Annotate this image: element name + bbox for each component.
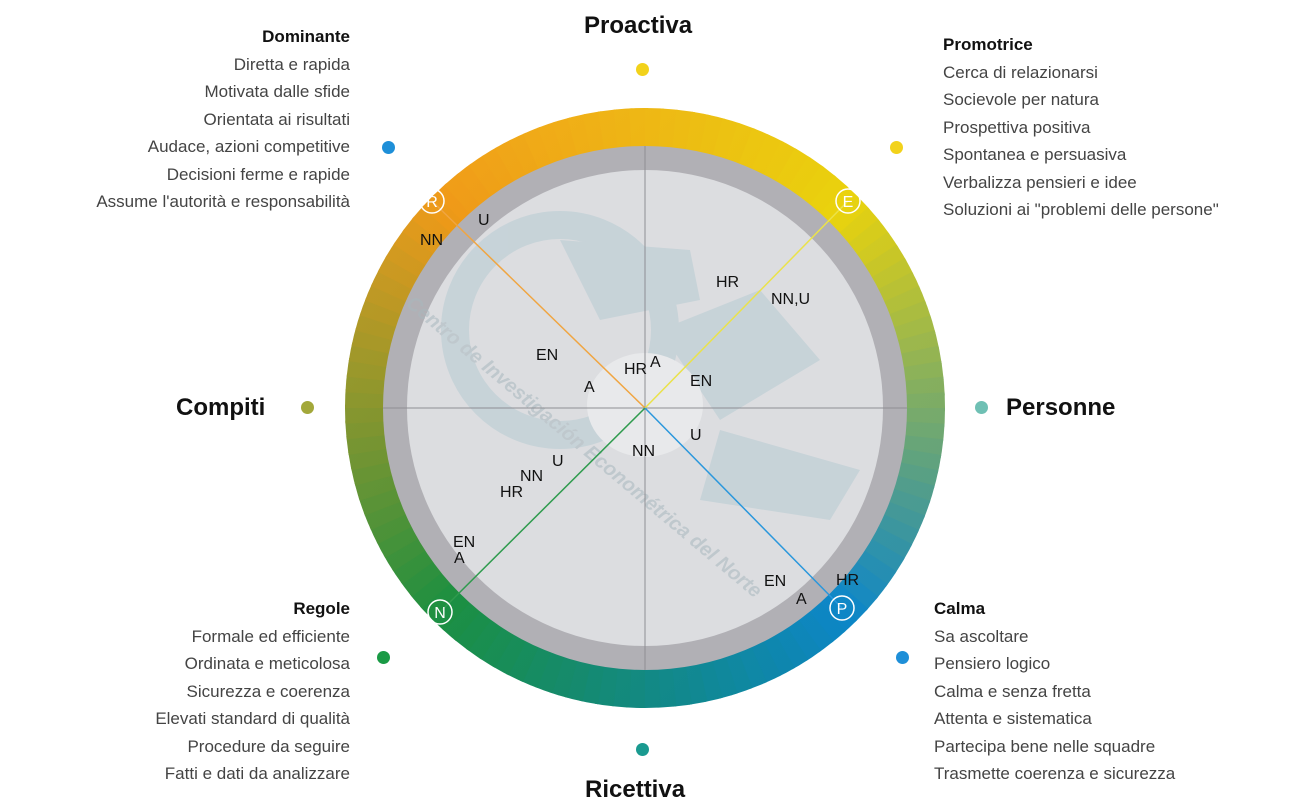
badge-n-letter: N xyxy=(434,605,446,622)
quadrant-dot-regole xyxy=(377,651,390,664)
marker-p-en: EN xyxy=(764,573,786,590)
quadrant-dot-dominante xyxy=(382,141,395,154)
block-dominante-item: Decisioni ferme e rapide xyxy=(166,164,350,184)
badge-n-circle xyxy=(427,599,453,625)
block-regole-item: Ordinata e meticolosa xyxy=(184,654,350,673)
marker-r-en: EN xyxy=(536,347,558,364)
e-axis-line xyxy=(644,200,849,409)
badge-e: E xyxy=(835,188,861,214)
block-regole-item: Fatti e dati da analizzare xyxy=(164,764,350,783)
block-dominante-item: Motivata dalle sfide xyxy=(204,82,350,101)
badge-e-circle xyxy=(835,188,861,214)
watermark-shape-1 xyxy=(560,240,700,320)
r-axis-markers: NN U EN A HR A xyxy=(420,212,661,396)
marker-p-hr: HR xyxy=(836,572,859,589)
badge-r: R xyxy=(419,188,445,214)
block-promotrice-item: Cerca di relazionarsi xyxy=(943,62,1098,82)
marker-r-a-center: A xyxy=(650,354,661,371)
marker-e-hr: HR xyxy=(716,274,739,291)
watermark-shape-3 xyxy=(700,430,860,520)
block-calma-item: Sa ascoltare xyxy=(934,626,1029,646)
marker-p-u: U xyxy=(690,427,702,444)
block-calma-item: Attenta e sistematica xyxy=(934,709,1092,728)
quadrant-dot-promotrice xyxy=(890,141,903,154)
marker-r-a: A xyxy=(584,379,595,396)
block-promotrice-item: Socievole per natura xyxy=(943,90,1099,109)
marker-r-hr: HR xyxy=(624,361,647,378)
marker-n-hr: HR xyxy=(500,484,523,501)
block-regole-item: Elevati standard di qualità xyxy=(155,709,350,728)
block-promotrice-title: Promotrice xyxy=(943,35,1033,54)
axis-label-left: Compiti xyxy=(176,394,266,421)
r-axis-line xyxy=(431,200,646,409)
badge-r-letter: R xyxy=(426,194,438,211)
axis-dot-top xyxy=(636,63,649,76)
n-axis-markers: U NN HR EN A xyxy=(453,453,564,567)
block-dominante-item: Orientata ai risultati xyxy=(203,109,350,129)
badge-p-circle xyxy=(829,595,855,621)
marker-p-nn: NN xyxy=(632,443,655,460)
block-promotrice-item: Verbalizza pensieri e idee xyxy=(943,172,1137,192)
block-promotrice: Promotrice Cerca di relazionarsi Socievo… xyxy=(943,31,1219,224)
n-axis-line xyxy=(439,407,646,613)
block-promotrice-item: Soluzioni ai "problemi delle persone" xyxy=(943,200,1219,219)
block-promotrice-item: Prospettiva positiva xyxy=(943,117,1091,137)
block-dominante-item: Assume l'autorità e responsabilità xyxy=(96,192,350,211)
p-axis-line xyxy=(644,407,843,609)
quadrant-dot-calma xyxy=(896,651,909,664)
marker-r-nn: NN xyxy=(420,232,443,249)
marker-n-en: EN xyxy=(453,534,475,551)
marker-p-a: A xyxy=(796,591,807,608)
marker-e-en: EN xyxy=(690,373,712,390)
block-regole-title: Regole xyxy=(293,599,350,618)
block-dominante: Dominante Diretta e rapida Motivata dall… xyxy=(96,23,350,216)
badge-p: P xyxy=(829,595,855,621)
axis-label-right: Personne xyxy=(1006,394,1116,421)
marker-e-nn-u: NN,U xyxy=(771,291,810,308)
axis-dot-left xyxy=(301,401,314,414)
marker-n-a: A xyxy=(454,550,465,567)
axis-dot-right xyxy=(975,401,988,414)
block-promotrice-item: Spontanea e persuasiva xyxy=(943,145,1127,164)
axis-label-bottom: Ricettiva xyxy=(585,776,686,803)
block-calma-title: Calma xyxy=(934,599,986,618)
marker-r-u: U xyxy=(478,212,490,229)
block-calma-item: Trasmette coerenza e sicurezza xyxy=(934,764,1176,783)
block-regole-item: Sicurezza e coerenza xyxy=(186,681,350,701)
block-calma-item: Pensiero logico xyxy=(934,654,1051,673)
axis-label-top: Proactiva xyxy=(584,12,693,39)
block-dominante-item: Diretta e rapida xyxy=(233,54,350,74)
axis-dot-bottom xyxy=(636,743,649,756)
e-axis-markers: HR NN,U EN xyxy=(690,274,810,390)
badge-e-letter: E xyxy=(843,194,854,211)
p-axis-markers: U NN HR EN A xyxy=(632,427,859,608)
badge-n: N xyxy=(427,599,453,625)
block-regole: Regole Formale ed efficiente Ordinata e … xyxy=(155,595,350,788)
block-regole-item: Formale ed efficiente xyxy=(191,626,350,646)
watermark-shape-2 xyxy=(660,290,820,420)
marker-n-nn: NN xyxy=(520,468,543,485)
block-calma: Calma Sa ascoltare Pensiero logico Calma… xyxy=(934,595,1175,788)
block-calma-item: Partecipa bene nelle squadre xyxy=(934,736,1156,756)
block-regole-item: Procedure da seguire xyxy=(187,736,350,756)
badge-p-letter: P xyxy=(837,601,848,618)
block-calma-item: Calma e senza fretta xyxy=(934,681,1091,701)
block-dominante-item: Audace, azioni competitive xyxy=(147,137,350,156)
badge-r-circle xyxy=(419,188,445,214)
block-dominante-title: Dominante xyxy=(262,27,350,46)
marker-n-u: U xyxy=(552,453,564,470)
